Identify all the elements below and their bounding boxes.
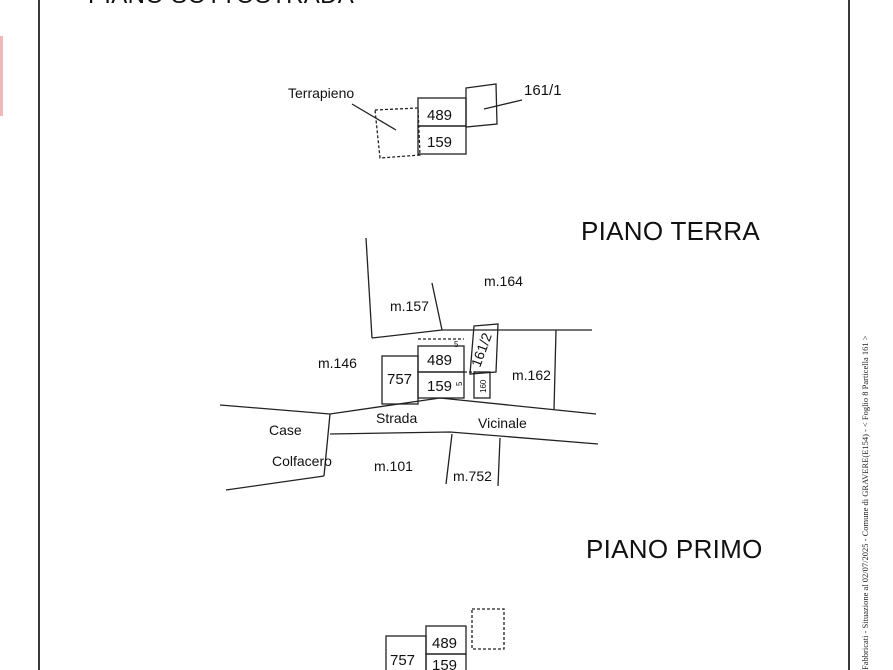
heading-piano-primo: PIANO PRIMO [586,534,763,564]
unit-161-1-leader [483,99,523,110]
unit-757-outline [385,635,427,670]
boundary-line [371,329,443,339]
plan-sottostrada [351,83,523,159]
left-frame-line [38,0,40,670]
label-489: 489 [427,107,452,124]
label-159: 159 [427,134,452,151]
boundary-line [365,237,373,339]
unit-159-outline [417,125,467,155]
label-159: 159 [432,657,457,670]
boundary-line [445,433,453,485]
heading-piano-terra: PIANO TERRA [581,216,761,246]
label-m162: m.162 [512,367,551,383]
label-489: 489 [427,352,452,369]
label-terrapieno: Terrapieno [288,85,354,101]
label-mark-5: 5 [455,381,464,386]
label-757: 757 [387,371,412,388]
unit-161-2-outline [469,323,499,375]
label-strada: Strada [376,410,417,426]
dashed-outline [471,608,505,650]
unit-161-1-outline [465,83,498,128]
label-m101: m.101 [374,458,413,474]
heading-piano-sottostrada: PIANO SOTTOSTRADA [88,0,354,10]
label-m146: m.146 [318,355,357,371]
terrapieno-leader [351,103,397,131]
boundary-line [431,282,443,331]
road-edge-south [329,431,599,445]
label-160: 160 [479,379,488,393]
plan-primo [385,608,505,670]
label-m752: m.752 [453,468,492,484]
label-161-2: 161/2 [468,330,495,369]
label-case: Case [269,422,302,438]
boundary-line [497,437,501,487]
label-colfacero: Colfacero [272,453,332,469]
terrapieno-outline [374,107,421,159]
label-161-1: 161/1 [524,82,562,99]
label-159: 159 [427,378,452,395]
boundary-line [323,413,331,477]
plan-terra [219,237,599,491]
unit-160-outline [473,371,491,399]
label-m157: m.157 [390,298,429,314]
scan-mark [0,36,3,116]
label-757: 757 [390,652,415,669]
boundary-line [553,329,557,411]
right-frame-line [848,0,850,670]
label-vicinale: Vicinale [478,415,527,431]
boundary-line [225,475,325,491]
label-489: 489 [432,635,457,652]
label-m164: m.164 [484,273,523,289]
label-mark-5: 5 [454,340,459,349]
road-edge-north [219,397,597,415]
